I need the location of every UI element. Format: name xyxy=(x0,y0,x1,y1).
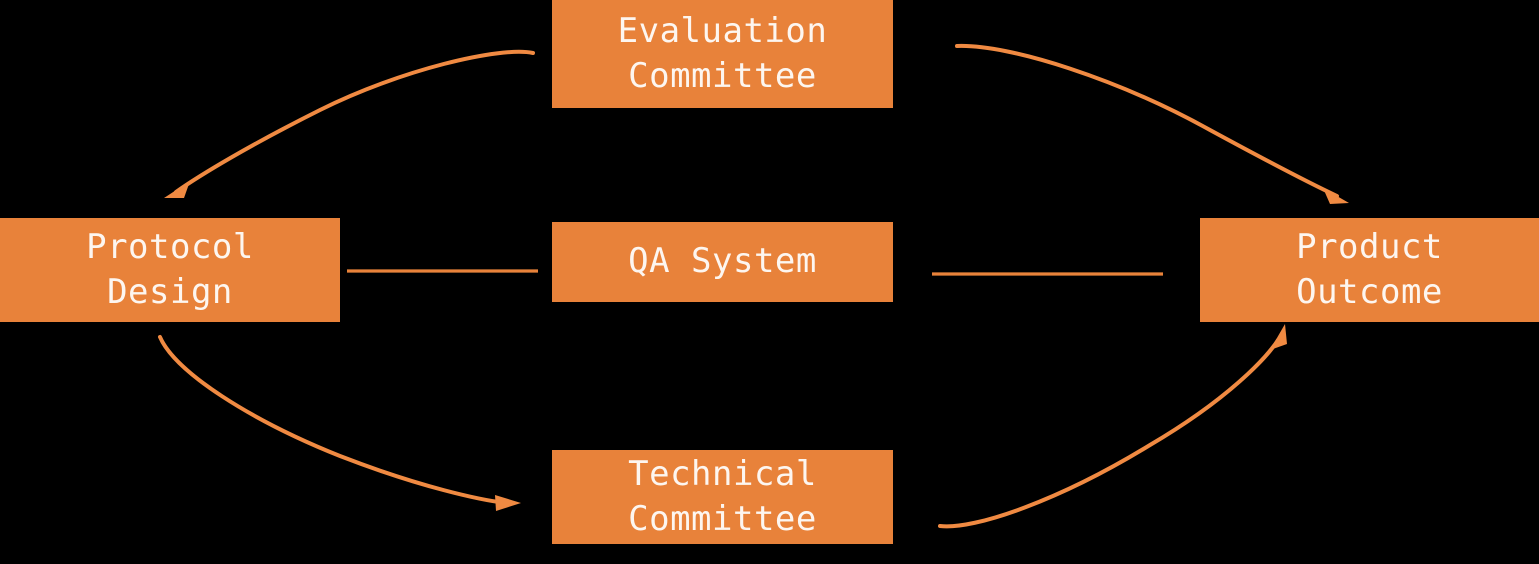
node-protocol-design[interactable]: Protocol Design xyxy=(0,218,340,322)
node-technical-committee[interactable]: Technical Committee xyxy=(552,450,893,544)
node-qa-system[interactable]: QA System xyxy=(552,222,893,302)
arrowhead-to-product-outcome-bottom xyxy=(1270,324,1287,350)
edge-evaluation-committee-to-product-outcome xyxy=(955,43,1339,198)
edge-technical-committee-to-product-outcome xyxy=(938,338,1280,529)
node-evaluation-committee[interactable]: Evaluation Committee xyxy=(552,0,893,108)
edge-protocol-design-to-technical-committee xyxy=(158,335,508,505)
arrowhead-to-product-outcome-top xyxy=(1323,188,1349,204)
arrowhead-to-technical-committee xyxy=(495,495,521,511)
arrowhead-to-protocol-design xyxy=(164,181,190,198)
edge-evaluation-committee-to-protocol-design xyxy=(174,49,535,194)
node-product-outcome[interactable]: Product Outcome xyxy=(1200,218,1539,322)
